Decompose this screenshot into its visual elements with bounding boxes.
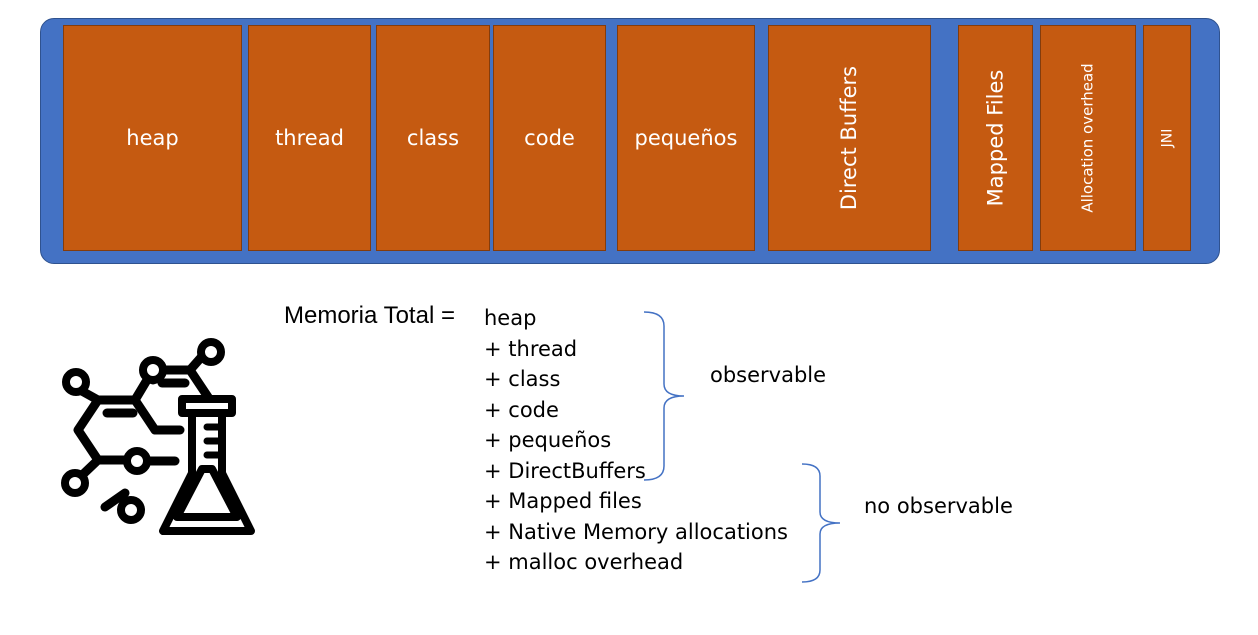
term-direct-buffers: + DirectBuffers <box>484 458 646 483</box>
memory-block-label: thread <box>275 126 344 150</box>
term-class: + class <box>484 367 561 391</box>
memory-block-label: class <box>406 126 460 150</box>
term-mapped-files: + Mapped files <box>484 489 642 513</box>
chemistry-flask-molecule-icon <box>61 338 255 535</box>
term-heap: heap <box>484 306 537 330</box>
memory-block-jni: JNI <box>1143 25 1191 251</box>
term-small: + pequeños <box>484 428 612 452</box>
observable-brace <box>643 311 685 481</box>
memory-block-mapped-files: Mapped Files <box>958 25 1033 251</box>
memory-block-label: Allocation overhead <box>1079 63 1098 213</box>
memory-block-heap: heap <box>63 25 242 251</box>
memory-block-label: heap <box>126 126 179 150</box>
memory-block-direct-buffers: Direct Buffers <box>768 25 931 251</box>
memory-block-class: class <box>376 25 490 251</box>
memory-block-label: Mapped Files <box>983 69 1008 207</box>
memory-block-allocation-overhead: Allocation overhead <box>1040 25 1136 251</box>
term-malloc-overhead: + malloc overhead <box>484 550 684 574</box>
observable-label: observable <box>710 363 827 387</box>
formula-title: Memoria Total = <box>284 302 455 329</box>
term-code: + code <box>484 397 559 422</box>
memory-block-label: pequeños <box>634 126 738 150</box>
memory-block-label: JNI <box>1158 128 1175 148</box>
memory-block-label: Direct Buffers <box>837 65 862 211</box>
memory-block-thread: thread <box>248 25 371 251</box>
term-thread: + thread <box>484 336 578 361</box>
non-observable-brace <box>801 463 841 583</box>
memory-block-label: code <box>524 126 575 150</box>
memory-block-small: pequeños <box>617 25 755 251</box>
memory-block-code: code <box>493 25 606 251</box>
formula-terms-list: heap + thread + class + code + pequeños … <box>484 303 788 578</box>
non-observable-label: no observable <box>864 494 1013 518</box>
term-native-memory: + Native Memory allocations <box>484 519 788 544</box>
memory-regions-bar: heap thread class code pequeños Direct B… <box>40 18 1220 264</box>
